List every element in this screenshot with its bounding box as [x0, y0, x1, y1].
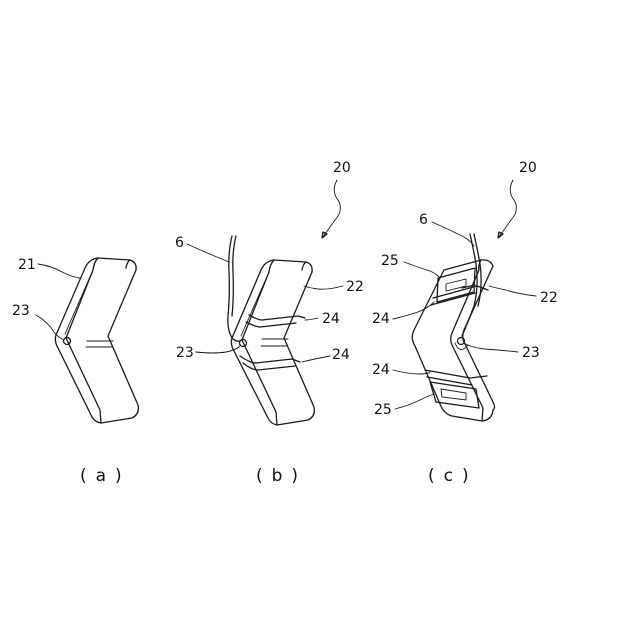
label-21: 21: [18, 257, 36, 273]
label-25-c-upper: 25: [381, 253, 399, 269]
figure-b: 20 6 22 24 23 24 (b): [175, 160, 364, 486]
figure-c-block: [412, 260, 494, 421]
caption-a: (a): [80, 466, 131, 486]
label-24-c-upper: 24: [372, 311, 390, 327]
label-24-b-upper: 24: [322, 311, 340, 327]
label-23-c: 23: [522, 345, 540, 361]
label-22-b: 22: [346, 279, 364, 295]
label-23-a: 23: [12, 303, 30, 319]
label-20-b: 20: [333, 160, 351, 176]
label-24-b-lower: 24: [332, 347, 350, 363]
figure-a-block: [55, 258, 138, 423]
caption-c: (c): [428, 466, 478, 486]
figure-a-leaders: [36, 264, 80, 340]
label-6-b: 6: [175, 235, 184, 251]
label-23-b: 23: [176, 345, 194, 361]
label-20-c: 20: [519, 160, 537, 176]
label-25-c-lower: 25: [374, 402, 392, 418]
figure-b-leaders: [187, 180, 343, 362]
figure-a: 21 23 (a): [12, 257, 138, 486]
figure-b-block: [231, 260, 314, 425]
label-6-c: 6: [419, 212, 428, 228]
label-24-c-lower: 24: [372, 362, 390, 378]
figure-c: 20 6 25 22 24 23 24 25 (c): [372, 160, 558, 486]
label-22-c: 22: [540, 290, 558, 306]
caption-b: (b): [256, 466, 307, 486]
